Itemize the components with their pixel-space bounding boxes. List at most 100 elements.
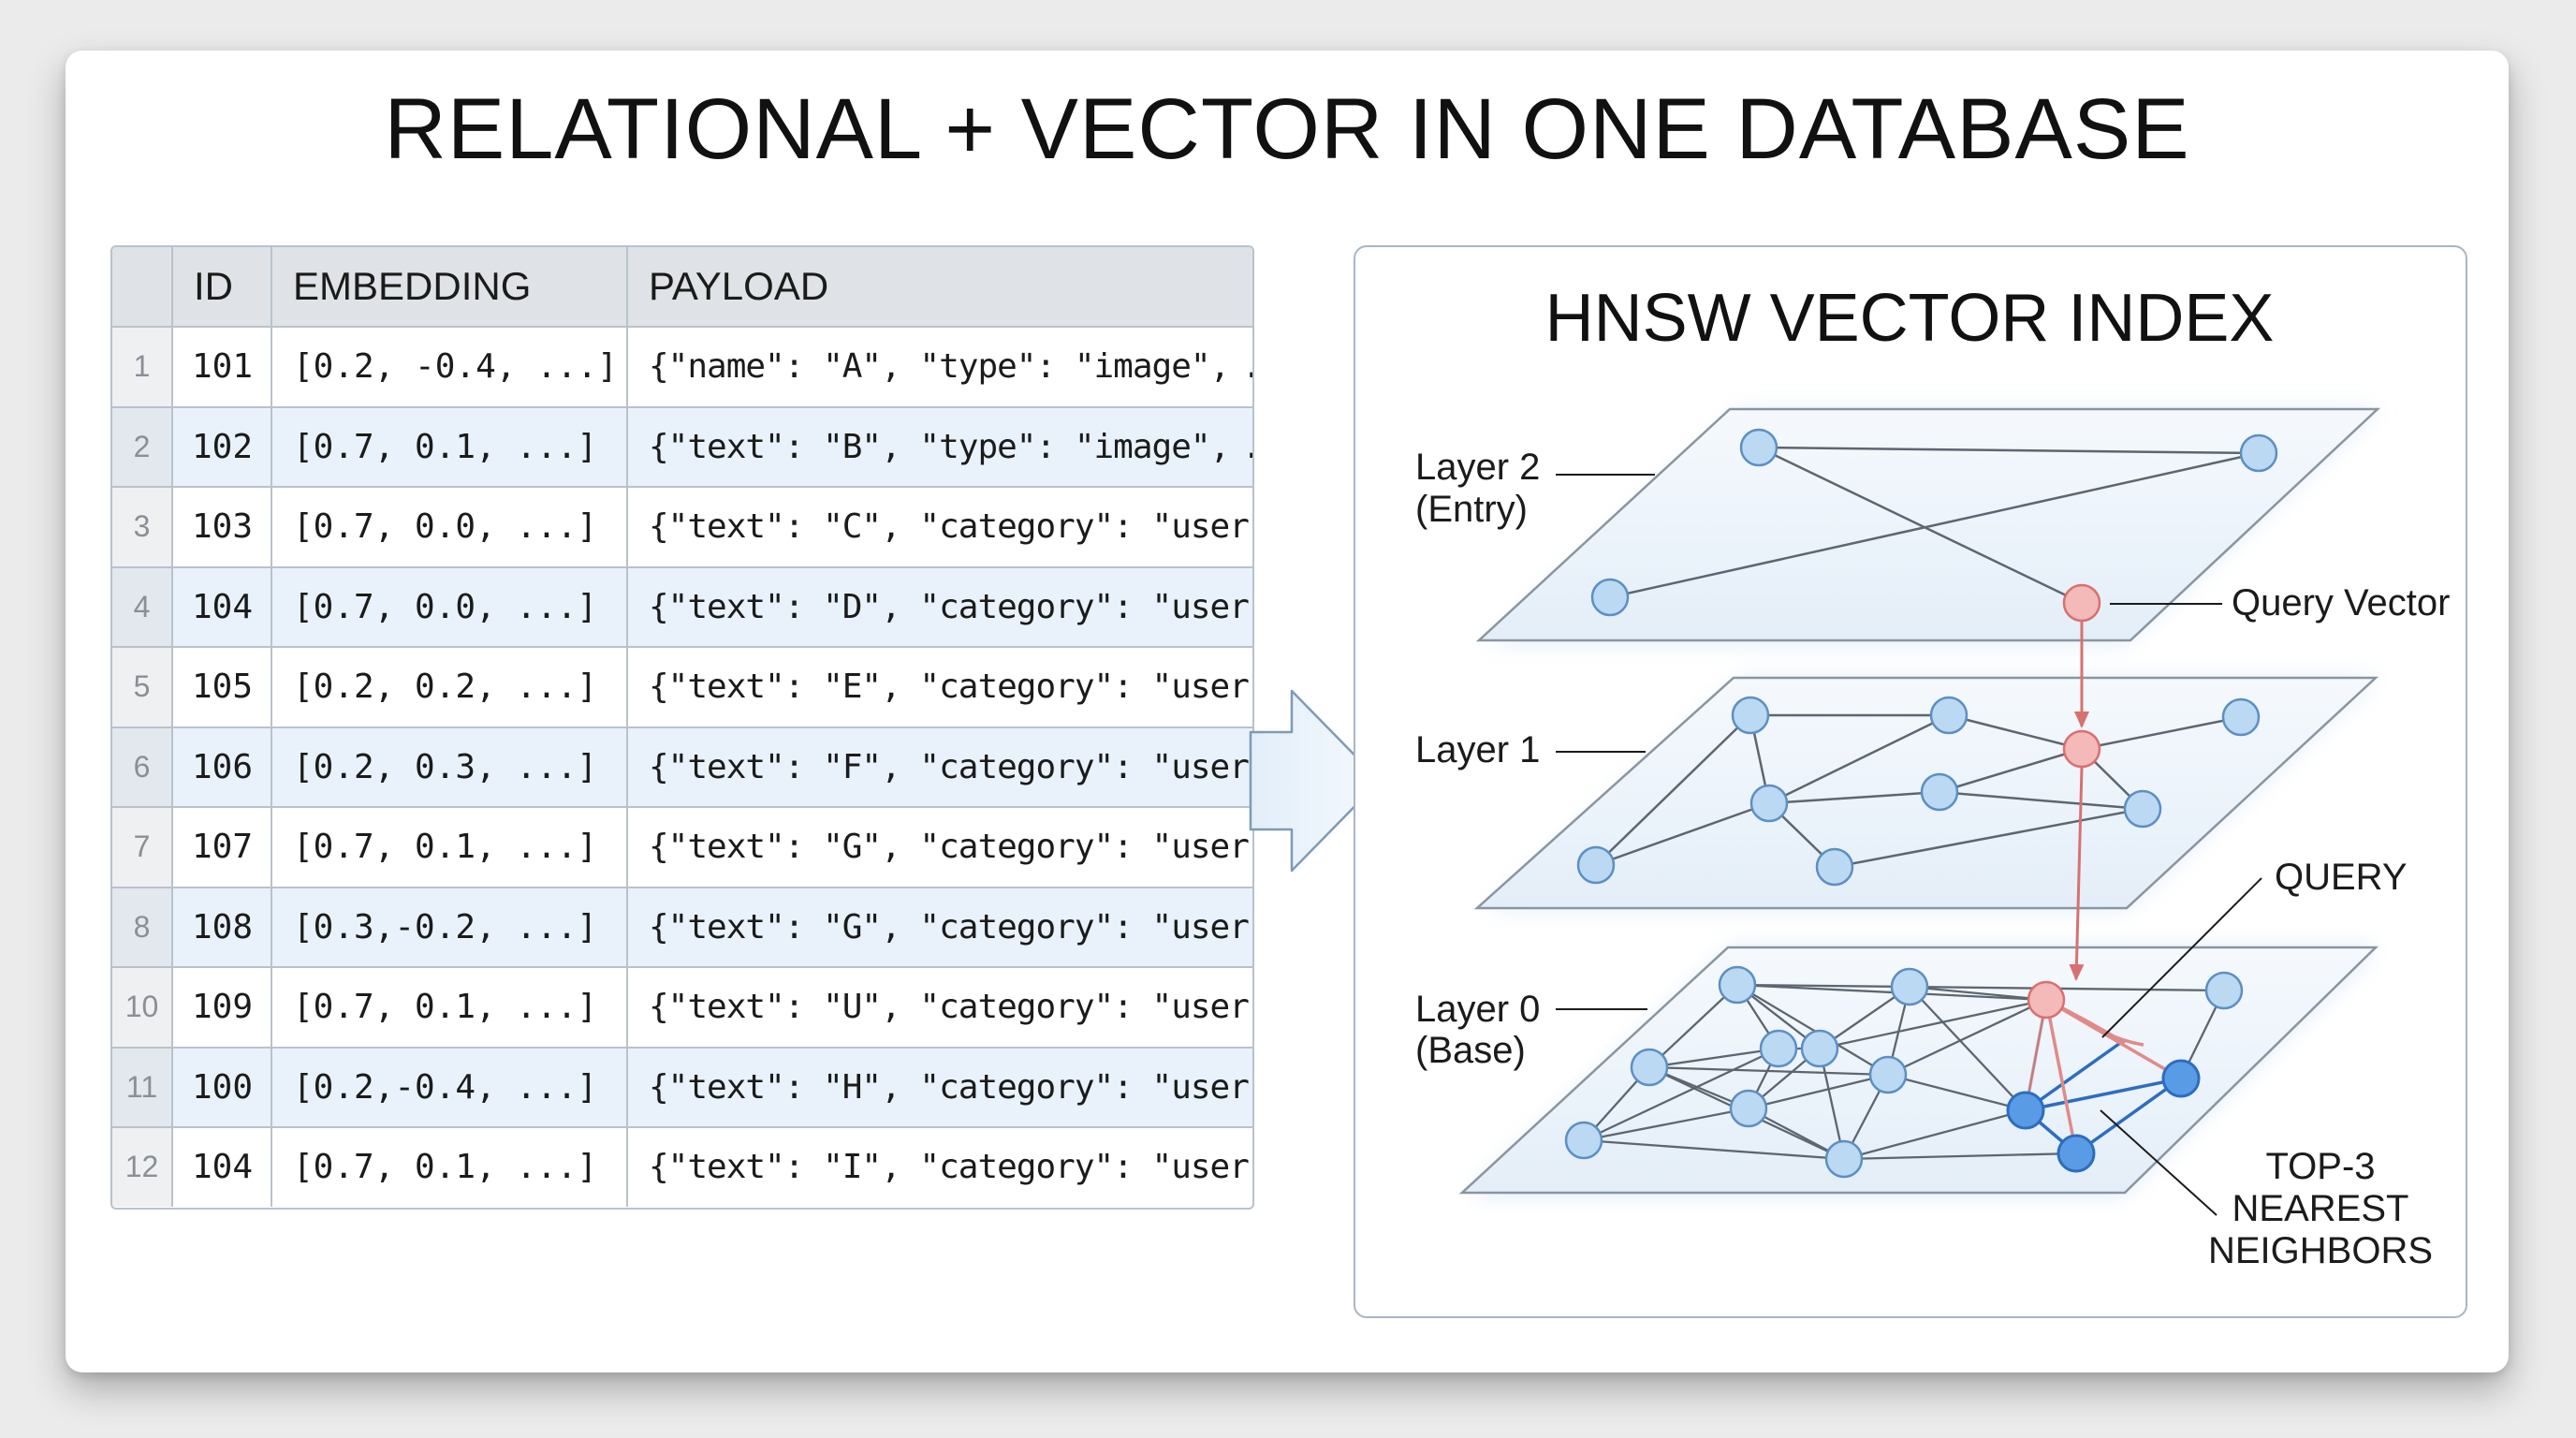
layer-0-nodes (1564, 965, 2244, 1179)
embedding-cell: [0.2, -0.4, ...] (271, 327, 628, 408)
id-cell: 106 (172, 726, 272, 808)
id-cell: 103 (172, 487, 272, 568)
graph-node (1749, 784, 1789, 823)
layer-0-sublabel: (Base) (1415, 1030, 1526, 1071)
payload-cell: {"text": "G", "category": "user", …} (627, 887, 1252, 968)
embedding-cell: [0.7, 0.0, ...] (271, 566, 628, 648)
row-index: 1 (112, 327, 173, 408)
row-index: 5 (112, 647, 173, 728)
row-index: 3 (112, 487, 173, 568)
row-index-header (112, 247, 173, 328)
records-table: ID EMBEDDING PAYLOAD 1 101 [0.2, -0.4, .… (110, 245, 1254, 1210)
layer-1-label: Layer 1 (1415, 729, 1541, 770)
table-row: 12 104 [0.7, 0.1, ...] {"text": "I", "ca… (112, 1127, 1252, 1207)
row-index: 7 (112, 807, 173, 888)
layer-2-edges (1609, 446, 2260, 605)
query-vector-node (2062, 583, 2101, 623)
embedding-column-header: EMBEDDING (271, 247, 628, 328)
graph-node (1590, 578, 1630, 617)
payload-cell: {"text": "H", "category": "user", …} (627, 1047, 1252, 1128)
layer-2-nodes (1590, 428, 2278, 617)
layer-1-nodes (1576, 696, 2261, 887)
table-row: 1 101 [0.2, -0.4, ...] {"name": "A", "ty… (112, 327, 1252, 408)
embedding-cell: [0.7, 0.0, ...] (271, 487, 628, 568)
id-column-header: ID (172, 247, 272, 328)
payload-cell: {"text": "C", "category": "user", …} (627, 487, 1252, 568)
graph-node (1929, 696, 1969, 735)
layer-0-label: Layer 0 (1415, 989, 1541, 1030)
graph-node (2204, 971, 2244, 1010)
id-cell: 101 (172, 327, 272, 408)
table-row: 3 103 [0.7, 0.0, ...] {"text": "C", "cat… (112, 487, 1252, 568)
row-index: 10 (112, 967, 173, 1049)
row-index: 6 (112, 726, 173, 808)
query-nodes (2027, 583, 2101, 1020)
top-k-label-line-2: NEAREST (2232, 1188, 2409, 1229)
graph-node (2239, 433, 2278, 473)
id-cell: 104 (172, 1127, 272, 1207)
embedding-cell: [0.2,-0.4, ...] (271, 1047, 628, 1128)
graph-node (1630, 1048, 1669, 1087)
graph-node (1815, 847, 1854, 887)
table-row: 4 104 [0.7, 0.0, ...] {"text": "D", "cat… (112, 566, 1252, 648)
graph-node (1868, 1055, 1908, 1094)
id-cell: 109 (172, 967, 272, 1049)
graph-node (1800, 1029, 1839, 1068)
query-vector-label: Query Vector (2232, 582, 2451, 624)
id-cell: 100 (172, 1047, 272, 1128)
payload-cell: {"text": "F", "category": "user", …} (627, 726, 1252, 808)
table-row: 11 100 [0.2,-0.4, ...] {"text": "H", "ca… (112, 1047, 1252, 1128)
table-row: 6 106 [0.2, 0.3, ...] {"text": "F", "cat… (112, 726, 1252, 808)
layer-2-label: Layer 2 (1415, 447, 1541, 488)
descent-arrows (2069, 621, 2089, 981)
top-k-label-line-3: NEIGHBORS (2207, 1230, 2434, 1271)
row-index: 8 (112, 887, 173, 968)
embedding-cell: [0.7, 0.1, ...] (271, 967, 628, 1049)
table-row: 5 105 [0.2, 0.2, ...] {"text": "E", "cat… (112, 647, 1252, 728)
graph-node (1824, 1139, 1864, 1179)
neighbor-nodes (2006, 1059, 2201, 1173)
embedding-cell: [0.7, 0.1, ...] (271, 406, 628, 488)
graph-node (2123, 789, 2162, 829)
row-index: 12 (112, 1127, 173, 1207)
figure-title: RELATIONAL + VECTOR IN ONE DATABASE (384, 81, 2190, 177)
row-index: 11 (112, 1047, 173, 1128)
layer-0-plane (1458, 946, 2379, 1195)
table-row: 10 109 [0.7, 0.1, ...] {"text": "U", "ca… (112, 967, 1252, 1049)
graph-node (1718, 965, 1757, 1005)
graph-node (1759, 1029, 1798, 1068)
graph-node (1576, 845, 1616, 885)
query-node-layer-0 (2027, 980, 2066, 1020)
nearest-neighbor-node (2056, 1134, 2096, 1173)
graph-node (1920, 772, 1959, 812)
layer-2-sublabel: (Entry) (1415, 489, 1528, 530)
table-row: 7 107 [0.7, 0.1, ...] {"text": "G", "cat… (112, 807, 1252, 888)
id-cell: 105 (172, 647, 272, 728)
query-node-layer-1 (2062, 729, 2101, 769)
table-header-row: ID EMBEDDING PAYLOAD (112, 247, 1252, 328)
id-cell: 102 (172, 406, 272, 488)
nearest-neighbor-node (2161, 1059, 2201, 1098)
graph-node (1731, 696, 1770, 735)
payload-cell: {"text": "G", "category": "user", …} (627, 807, 1252, 888)
flow-arrow-icon (1249, 689, 1382, 873)
leader-lines (1556, 474, 2262, 1216)
graph-node (1564, 1121, 1603, 1160)
payload-cell: {"text": "E", "category": "user", …} (627, 647, 1252, 728)
payload-cell: {"name": "A", "type": "image", … } (627, 327, 1252, 408)
embedding-cell: [0.2, 0.3, ...] (271, 726, 628, 808)
id-cell: 104 (172, 566, 272, 648)
graph-node (1739, 428, 1778, 467)
id-cell: 108 (172, 887, 272, 968)
graph-node (1890, 967, 1929, 1006)
payload-cell: {"text": "U", "category": "user", …} (627, 967, 1252, 1049)
payload-cell: {"text": "B", "type": "image", … } (627, 406, 1252, 488)
top-k-label-line-1: TOP-3 (2265, 1146, 2376, 1187)
graph-node (1729, 1089, 1768, 1128)
row-index: 2 (112, 406, 173, 488)
payload-cell: {"text": "D", "category": "user", …} (627, 566, 1252, 648)
row-index: 4 (112, 566, 173, 648)
embedding-cell: [0.7, 0.1, ...] (271, 1127, 628, 1207)
table-row: 8 108 [0.3,-0.2, ...] {"text": "G", "cat… (112, 887, 1252, 968)
